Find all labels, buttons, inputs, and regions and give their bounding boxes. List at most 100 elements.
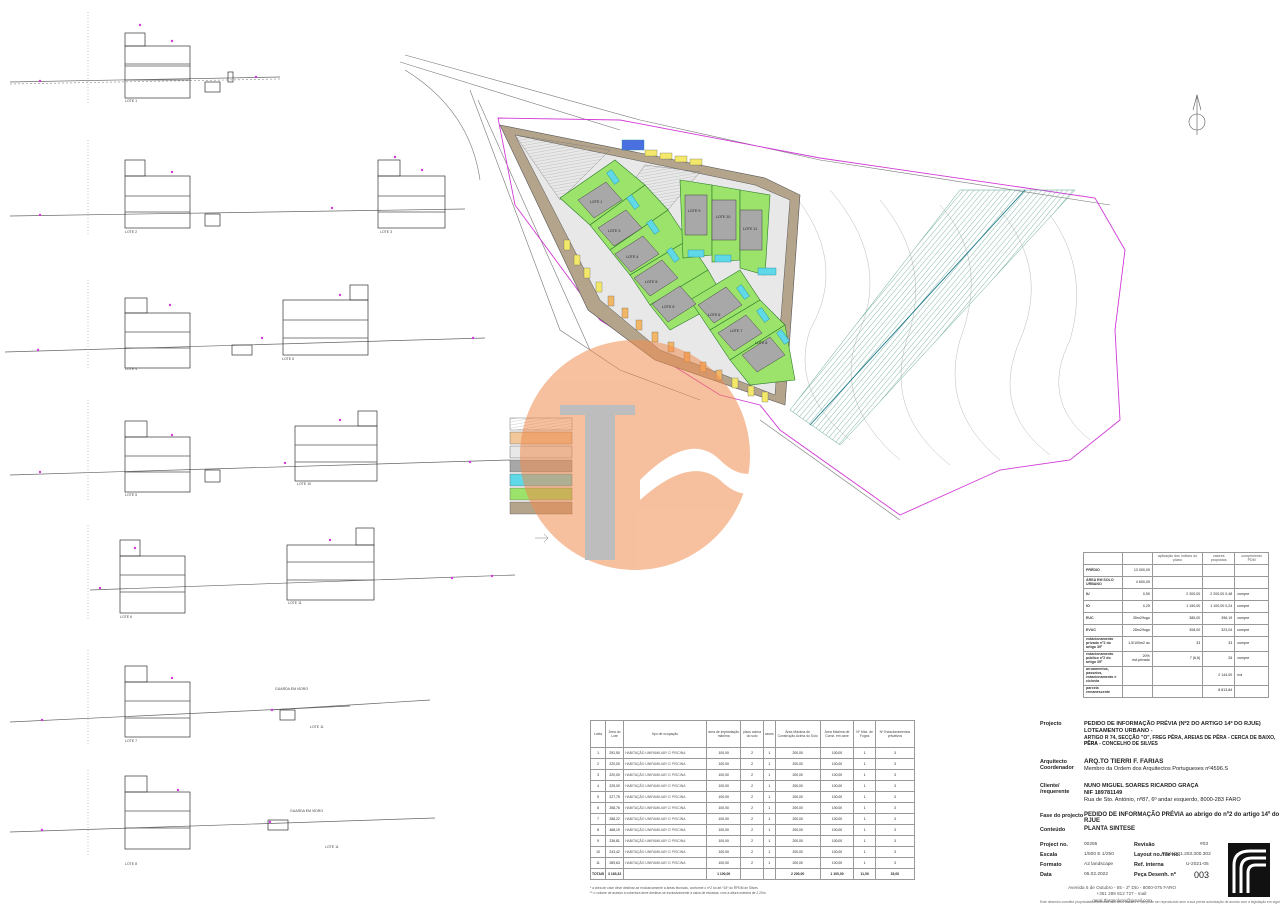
section-label: LOTE 5 <box>282 357 294 361</box>
table-cell: 100,00 <box>819 791 855 803</box>
copyright-note: Este desenho constitui propriedade intel… <box>1040 900 1280 904</box>
table-cell: HABITAÇÃO UNIFAMILIAR C/ PISCINA <box>623 769 708 781</box>
table-cell: 100,00 <box>706 835 742 847</box>
table-cell: 100,00 <box>819 769 855 781</box>
table-cell: 1 <box>762 824 776 836</box>
table-cell: 289,63 <box>605 857 625 869</box>
table-cell: 100,00 <box>819 802 855 814</box>
table-cell: 1 <box>762 802 776 814</box>
plan-lot-label: LOTE 3 <box>608 229 620 233</box>
table-cell: 100,00 <box>819 758 855 770</box>
north-arrow-icon <box>1188 93 1206 135</box>
table-cell: 100,00 <box>819 813 855 825</box>
table-cell: 2 <box>740 846 764 858</box>
table-cell: 288,22 <box>605 813 625 825</box>
plan-lot-label: LOTE 6 <box>708 313 720 317</box>
section-label: LOTE 2 <box>125 230 137 234</box>
table-cell: 100,00 <box>706 769 742 781</box>
table-cell: 100,00 <box>706 824 742 836</box>
table-cell: 3 <box>874 769 916 781</box>
table-cell: 1 <box>853 846 876 858</box>
plan-lot-label: LOTE 9 <box>688 209 700 213</box>
plan-lot-label: LOTE 7 <box>730 329 742 333</box>
table-cell: 1 <box>762 758 776 770</box>
office-logo-icon <box>1228 843 1270 897</box>
table-cell: 200,00 <box>774 791 821 803</box>
table-cell: 200,00 <box>774 857 821 869</box>
table-cell: 6 <box>589 802 607 814</box>
section-lote-5-10 <box>9 410 511 493</box>
param-row: estacionamento privado nº2 do artigo 39º… <box>1083 636 1269 652</box>
table-cell: 3 <box>874 824 916 836</box>
section-level-markers <box>36 23 494 832</box>
table-cell: 2 <box>740 791 764 803</box>
table-cell: 1 <box>762 857 776 869</box>
table-cell: 3 <box>874 791 916 803</box>
section-label: LOTE 11 <box>288 601 302 605</box>
section-lote-2-3 <box>9 159 466 229</box>
section-lote-4-5 <box>4 284 486 369</box>
plan-lot-label: LOTE 11 <box>743 227 757 231</box>
table-cell: 1 <box>762 747 776 759</box>
table-cell: 3 <box>874 835 916 847</box>
table-cell: 2 <box>740 758 764 770</box>
table-cell: 1 <box>762 791 776 803</box>
table-cell: 200,00 <box>774 813 821 825</box>
guard-label: GUARDA EM VIDRO <box>275 687 308 691</box>
table-cell: 100,00 <box>706 747 742 759</box>
section-label: LOTE 8 <box>125 862 137 866</box>
table-cell: 10 <box>589 846 607 858</box>
table-cell: 2 <box>740 824 764 836</box>
table-cell: 100,00 <box>706 758 742 770</box>
param-header: valores propostos <box>1202 552 1236 565</box>
table-cell: 220,00 <box>605 769 625 781</box>
hatched-reserve <box>789 189 1076 446</box>
section-label: LOTE 11 <box>325 845 339 849</box>
section-label: LOTE 4 <box>125 367 137 371</box>
section-label: LOTE 3 <box>380 230 392 234</box>
table-cell: 1 <box>853 824 876 836</box>
table-cell: 4 <box>589 780 607 792</box>
table-cell: 292,50 <box>605 747 625 759</box>
table-cell: 1 <box>853 791 876 803</box>
param-header: cumprimento PDM <box>1234 552 1269 565</box>
table-cell: 100,00 <box>706 791 742 803</box>
section-lote-7-11 <box>9 665 431 738</box>
table-cell: 200,00 <box>774 747 821 759</box>
plan-lot-label: LOTE 8 <box>755 341 767 345</box>
table-cell: 200,00 <box>774 769 821 781</box>
table-cell: 200,00 <box>774 780 821 792</box>
table-cell: 100,00 <box>819 824 855 836</box>
table-cell: 200,00 <box>774 802 821 814</box>
table-cell: 2 <box>740 747 764 759</box>
table-cell: 100,00 <box>819 857 855 869</box>
table-cell: 200,00 <box>774 846 821 858</box>
table-cell: 3 <box>874 780 916 792</box>
watermark-logo <box>520 340 780 570</box>
table-cell: 3 <box>874 813 916 825</box>
param-row: arruamentos, passeios, estacionamento e … <box>1083 665 1269 686</box>
table-cell: 2 <box>740 769 764 781</box>
table-cell: 3 <box>874 802 916 814</box>
plan-lot-label: LOTE 5 <box>662 305 674 309</box>
section-lote-1 <box>9 32 281 99</box>
table-cell: 1 <box>853 747 876 759</box>
table-cell: 200,00 <box>774 835 821 847</box>
table-cell: 100,00 <box>819 835 855 847</box>
table-cell: 2 <box>589 758 607 770</box>
table-cell: 1 <box>853 857 876 869</box>
table-cell: 11 <box>589 857 607 869</box>
